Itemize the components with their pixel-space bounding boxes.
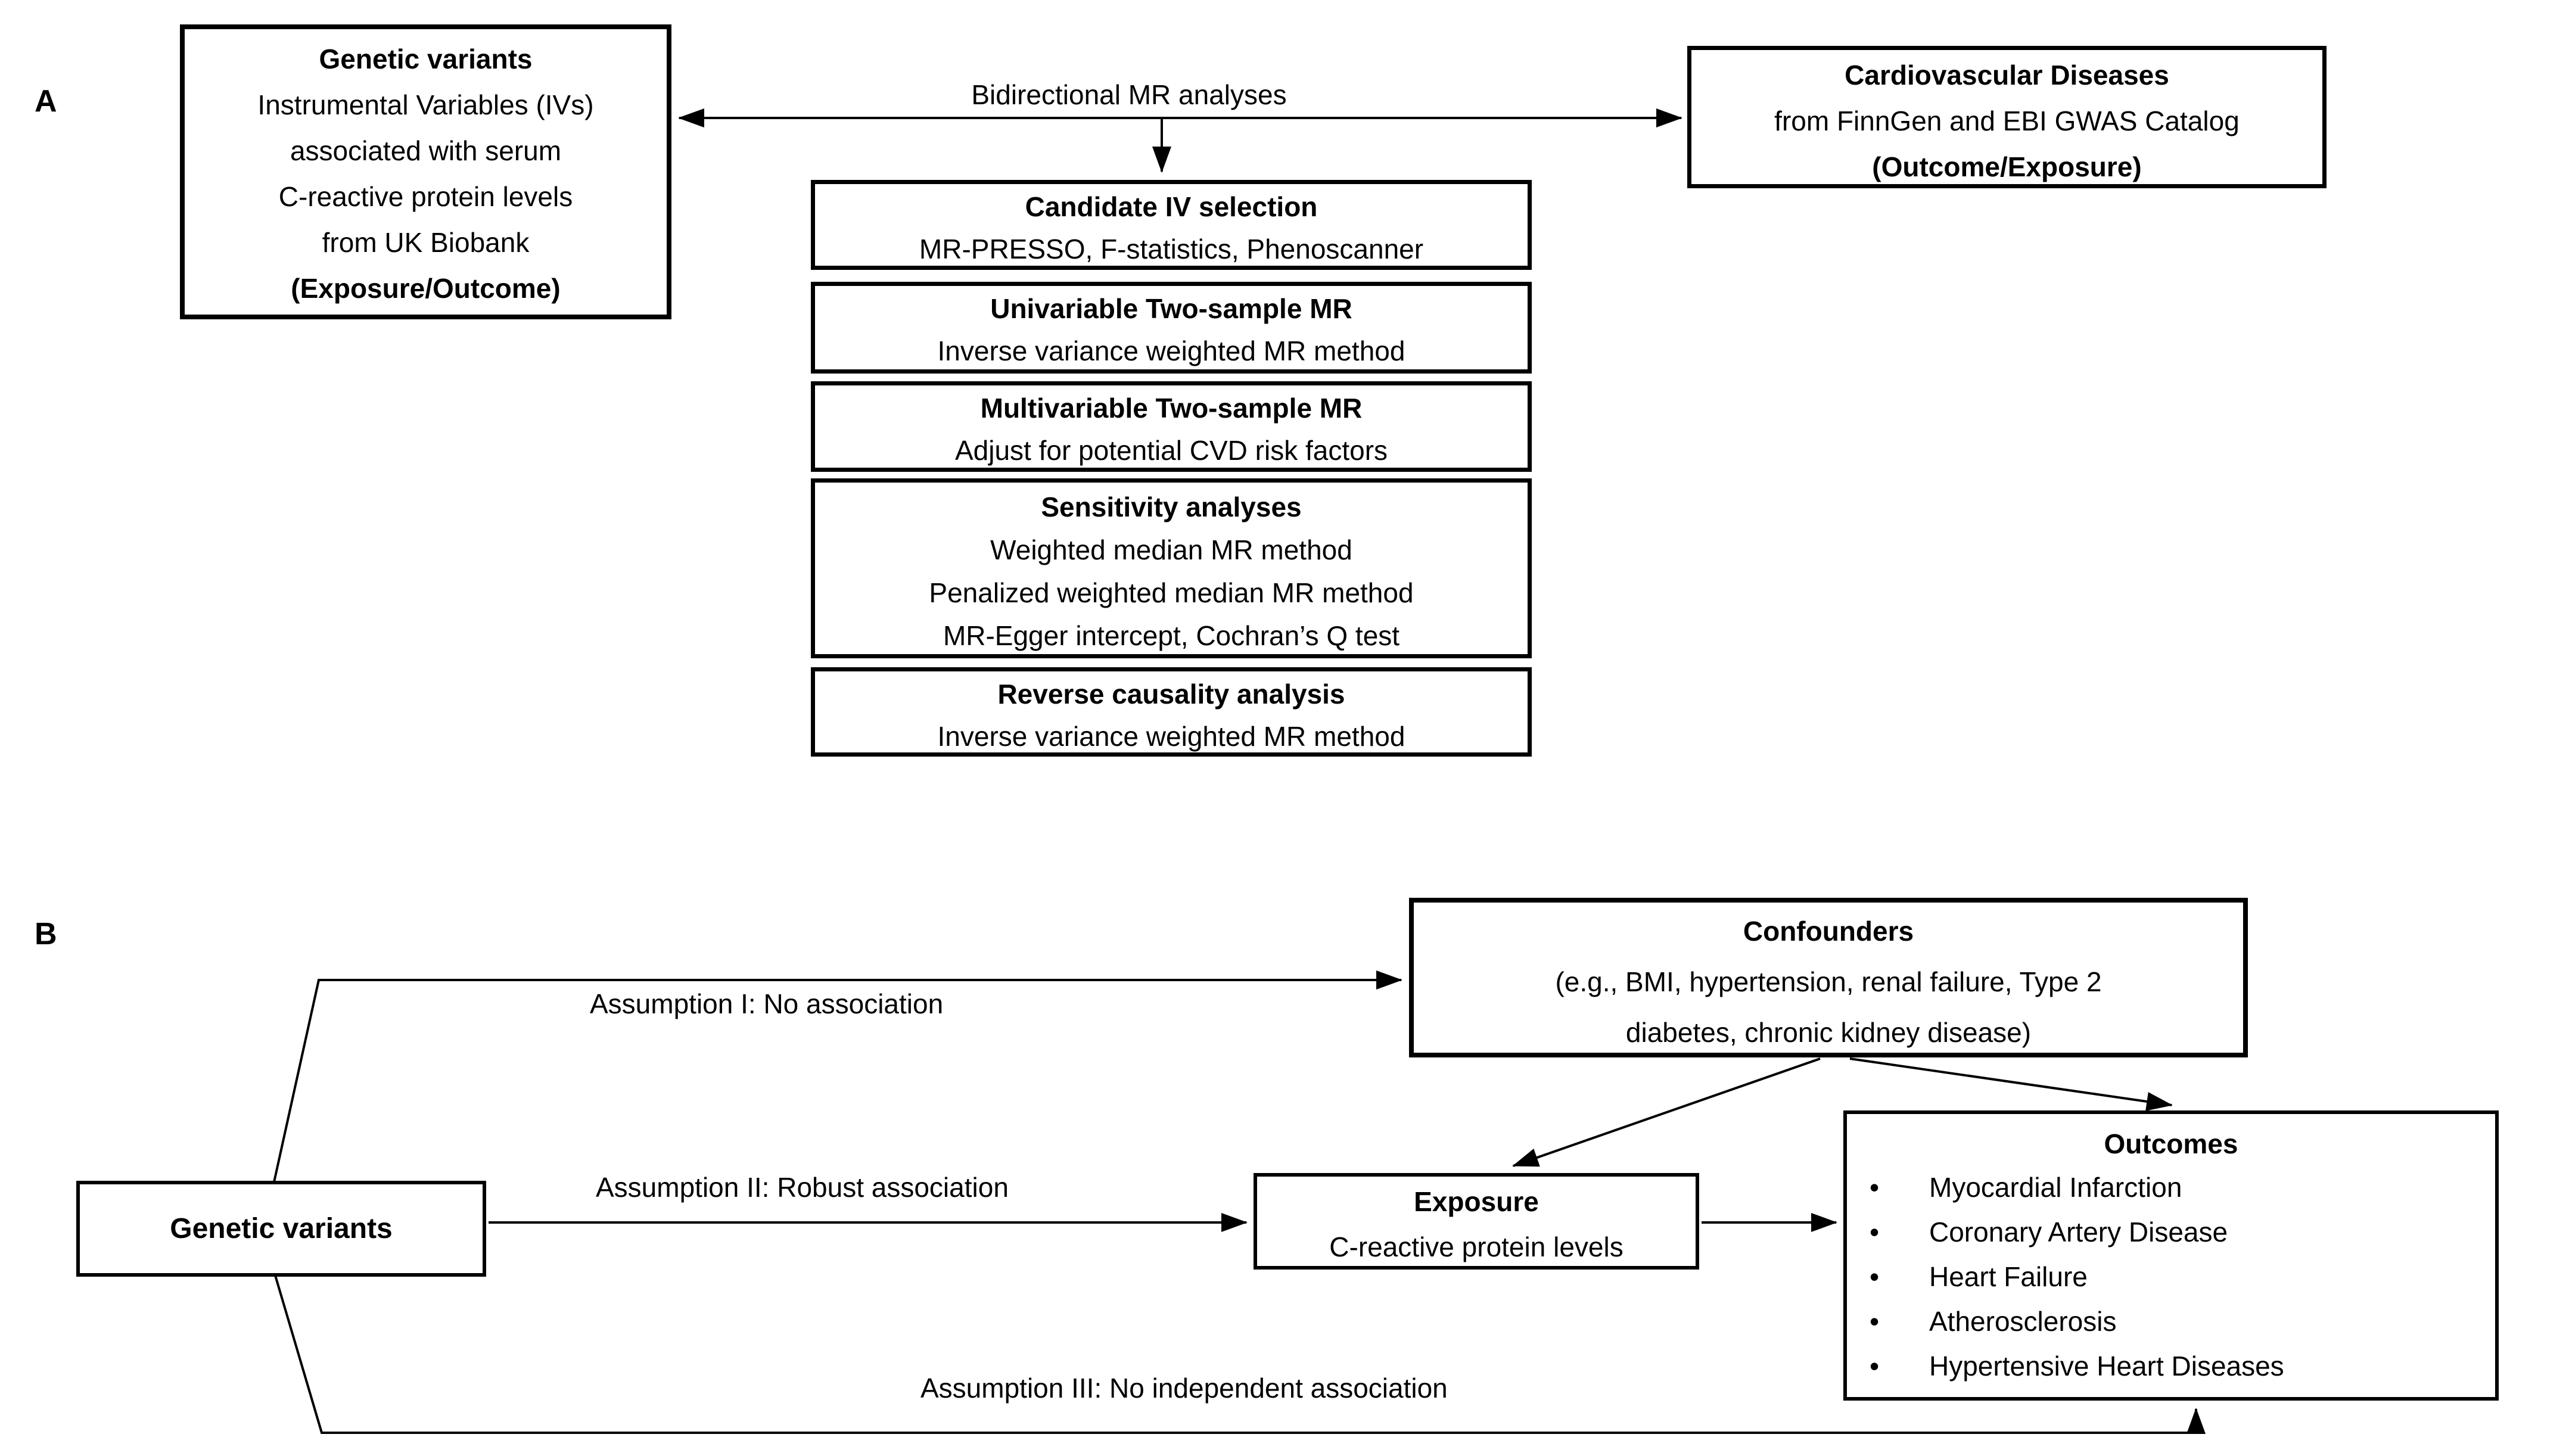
box-line: diabetes, chronic kidney disease) [1625, 1017, 2032, 1048]
step-title: Sensitivity analyses [1041, 491, 1302, 522]
box-line: Instrumental Variables (IVs) [257, 89, 594, 120]
panel-a-label: A [35, 84, 57, 119]
step-line: Inverse variance weighted MR method [937, 721, 1405, 752]
bullet-icon: • [1870, 1172, 1880, 1203]
confounders-box: Confounders (e.g., BMI, hypertension, re… [1409, 898, 2248, 1057]
outcome-label: Heart Failure [1929, 1261, 2088, 1292]
assumption1-label: Assumption I: No association [590, 988, 944, 1019]
assumption1-arrow-genetic-to-confounders [273, 970, 1402, 1183]
outcome-label: Coronary Artery Disease [1929, 1217, 2228, 1247]
step-line: Penalized weighted median MR method [929, 577, 1414, 608]
box-line: C-reactive protein levels [1329, 1231, 1623, 1262]
confounders-to-exposure-arrow [1512, 1057, 1821, 1167]
box-title: Genetic variants [319, 43, 533, 74]
box-line: associated with serum [290, 135, 562, 166]
outcome-label: Hypertensive Heart Diseases [1929, 1351, 2284, 1382]
step-title: Candidate IV selection [1025, 191, 1318, 222]
step-line: Adjust for potential CVD risk factors [954, 435, 1388, 466]
outcome-item: • Heart Failure [1847, 1255, 2495, 1299]
box-title: Genetic variants [170, 1213, 393, 1245]
step-multivariable-mr: Multivariable Two-sample MR Adjust for p… [811, 381, 1532, 472]
bullet-icon: • [1870, 1306, 1880, 1337]
bullet-icon: • [1870, 1261, 1880, 1292]
outcomes-box: Outcomes • Myocardial Infarction • Coron… [1843, 1110, 2499, 1401]
outcome-item: • Hypertensive Heart Diseases [1847, 1344, 2495, 1389]
assumption3-label: Assumption III: No independent associati… [920, 1373, 1448, 1404]
bullet-icon: • [1870, 1351, 1880, 1382]
outcome-item: • Myocardial Infarction [1847, 1165, 2495, 1210]
bidirectional-mr-label: Bidirectional MR analyses [971, 79, 1287, 110]
genetic-variants-iv-box: Genetic variants Instrumental Variables … [180, 24, 671, 319]
step-line: MR-Egger intercept, Cochran’s Q test [943, 620, 1400, 651]
box-line: C-reactive protein levels [278, 181, 573, 212]
confounders-to-outcomes-arrow [1849, 1057, 2173, 1111]
bullet-icon: • [1870, 1217, 1880, 1247]
assumption3-arrow-genetic-to-outcomes [274, 1275, 2206, 1434]
cardiovascular-diseases-box: Cardiovascular Diseases from FinnGen and… [1687, 46, 2327, 188]
step-line: Inverse variance weighted MR method [937, 335, 1405, 366]
outcome-item: • Coronary Artery Disease [1847, 1210, 2495, 1255]
step-univariable-mr: Univariable Two-sample MR Inverse varian… [811, 282, 1532, 374]
genetic-variants-box: Genetic variants [76, 1181, 486, 1277]
step-line: MR-PRESSO, F-statistics, Phenoscanner [919, 234, 1424, 265]
outcome-label: Atherosclerosis [1929, 1306, 2117, 1337]
box-role-label: (Outcome/Exposure) [1872, 151, 2142, 182]
box-line: (e.g., BMI, hypertension, renal failure,… [1555, 966, 2102, 997]
step-title: Reverse causality analysis [997, 679, 1345, 710]
exposure-box: Exposure C-reactive protein levels [1254, 1173, 1699, 1270]
box-title: Cardiovascular Diseases [1845, 60, 2169, 91]
step-reverse-causality: Reverse causality analysis Inverse varia… [811, 667, 1532, 757]
step-title: Multivariable Two-sample MR [980, 393, 1363, 424]
panel-b-label: B [35, 917, 57, 951]
box-title: Exposure [1414, 1186, 1539, 1217]
box-line: from FinnGen and EBI GWAS Catalog [1774, 105, 2240, 136]
step-title: Univariable Two-sample MR [990, 293, 1352, 324]
outcome-item: • Atherosclerosis [1847, 1299, 2495, 1344]
box-title: Confounders [1743, 916, 1914, 947]
step-candidate-iv-selection: Candidate IV selection MR-PRESSO, F-stat… [811, 180, 1532, 270]
outcome-label: Myocardial Infarction [1929, 1172, 2182, 1203]
step-sensitivity-analyses: Sensitivity analyses Weighted median MR … [811, 478, 1532, 658]
step-line: Weighted median MR method [990, 534, 1352, 565]
box-title: Outcomes [2104, 1128, 2238, 1159]
assumption2-label: Assumption II: Robust association [596, 1172, 1009, 1203]
box-line: from UK Biobank [322, 227, 530, 258]
box-role-label: (Exposure/Outcome) [291, 273, 561, 304]
